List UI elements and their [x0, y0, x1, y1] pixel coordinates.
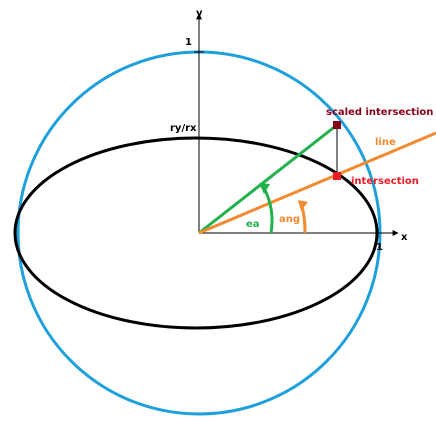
ea-arrowhead — [259, 183, 270, 194]
ang-arrowhead — [298, 200, 308, 211]
ea-radius-line — [198, 123, 338, 235]
x-axis-label: x — [401, 232, 408, 243]
intersection-point — [333, 172, 341, 180]
intersection-label: intersection — [351, 176, 419, 187]
y-tick-label: 1 — [185, 37, 192, 48]
ratio-label: ry/rx — [170, 123, 197, 134]
scaled-intersection-point — [333, 121, 341, 129]
y-axis-label: y — [196, 8, 203, 19]
line-label: line — [375, 137, 396, 148]
x-tick-label: 1 — [376, 242, 383, 253]
scaled-intersection-label: scaled intersection — [326, 107, 433, 118]
ang-arc — [300, 205, 307, 234]
ea-arc — [262, 187, 274, 234]
ang-label: ang — [279, 214, 300, 225]
angle-line — [198, 131, 436, 235]
ea-label: ea — [246, 219, 260, 230]
